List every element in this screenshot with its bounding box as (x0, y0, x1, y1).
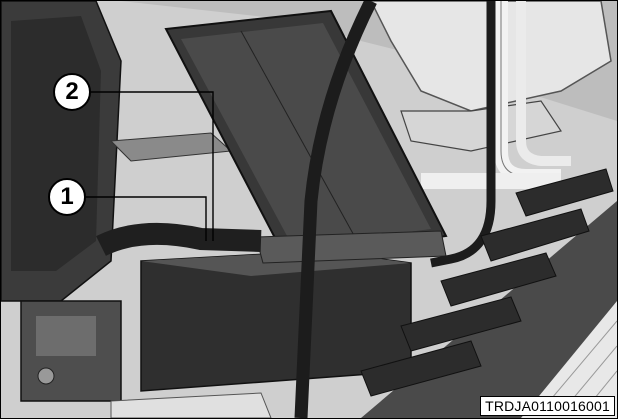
callout-2: 2 (53, 73, 91, 111)
cab-panel-shade (11, 16, 101, 271)
reference-code: TRDJA0110016001 (480, 396, 615, 416)
hose-left (101, 234, 261, 246)
callout-1: 1 (48, 178, 86, 216)
